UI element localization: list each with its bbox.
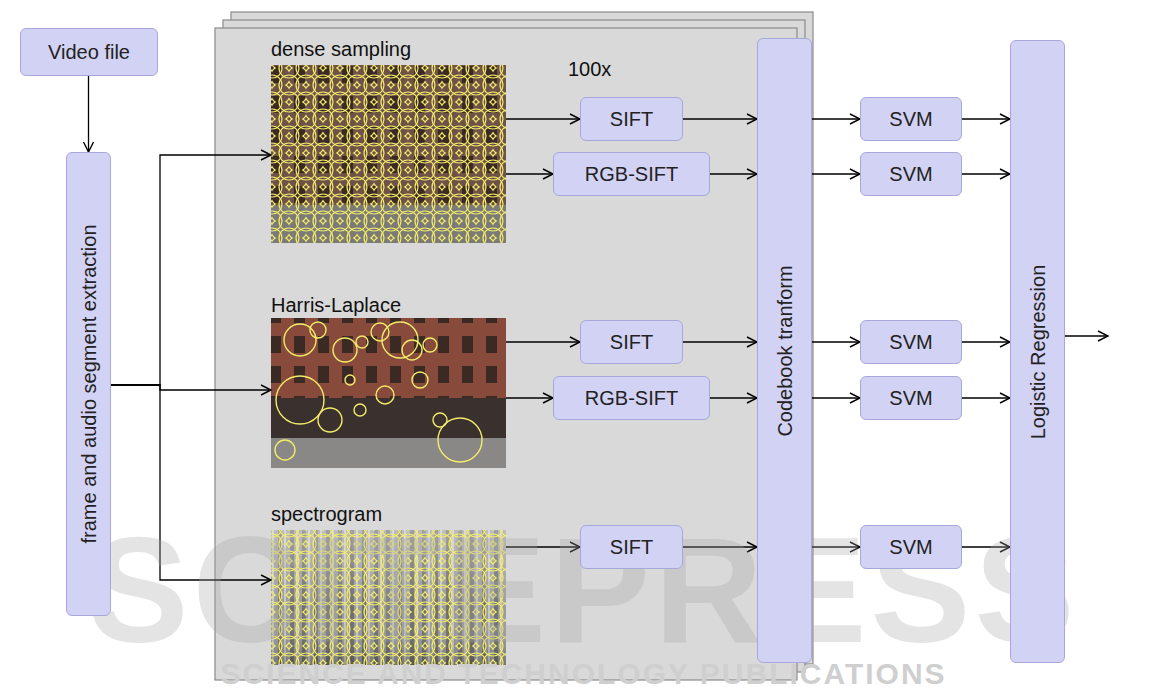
box-label: SVM bbox=[889, 536, 932, 558]
box-label: SVM bbox=[889, 108, 932, 130]
flow-arrow bbox=[683, 546, 757, 547]
feature-box: RGB-SIFT bbox=[553, 152, 710, 196]
flow-arrow bbox=[812, 341, 860, 342]
flow-arrow bbox=[506, 341, 580, 342]
flow-arrow bbox=[683, 341, 757, 342]
dense-sampling-image bbox=[271, 65, 506, 243]
flow-arrow bbox=[506, 397, 553, 398]
flow-arrow bbox=[710, 173, 757, 174]
flow-arrow bbox=[962, 546, 1010, 547]
codebook-box: Codebook tranform bbox=[757, 38, 812, 663]
flow-arrow bbox=[506, 546, 580, 547]
feature-box: SIFT bbox=[580, 525, 683, 569]
watermark-subtext: SCIENCE AND TECHNOLOGY PUBLICATIONS bbox=[220, 659, 946, 689]
flow-arrow bbox=[111, 385, 271, 390]
image-heading: dense sampling bbox=[271, 38, 411, 60]
fusion-box: Logistic Regression bbox=[1010, 40, 1065, 663]
image-heading: spectrogram bbox=[271, 503, 382, 525]
image-panel: spectrogram bbox=[271, 503, 506, 665]
input-box: Video file bbox=[20, 28, 158, 76]
classifier-box: SVM bbox=[860, 525, 962, 569]
flow-arrow bbox=[683, 118, 757, 119]
box-label: SIFT bbox=[610, 108, 653, 130]
classifier-box: SVM bbox=[860, 152, 962, 196]
flow-arrow bbox=[506, 173, 553, 174]
flow-arrow bbox=[111, 385, 271, 580]
flow-arrow bbox=[962, 173, 1010, 174]
output-arrow bbox=[1065, 335, 1108, 336]
box-label: RGB-SIFT bbox=[585, 163, 678, 185]
flow-arrow bbox=[962, 118, 1010, 119]
flow-arrow bbox=[812, 173, 860, 174]
feature-box: RGB-SIFT bbox=[553, 376, 710, 420]
box-label: SIFT bbox=[610, 331, 653, 353]
box-label: SVM bbox=[889, 387, 932, 409]
flow-arrow bbox=[962, 341, 1010, 342]
flow-arrow bbox=[111, 155, 271, 385]
flow-arrow bbox=[710, 397, 757, 398]
image-panel: dense sampling bbox=[271, 38, 506, 243]
feature-box: SIFT bbox=[580, 97, 683, 141]
box-label: SIFT bbox=[610, 536, 653, 558]
box-label: SVM bbox=[889, 331, 932, 353]
box-label: Video file bbox=[48, 41, 130, 63]
flow-arrow bbox=[88, 76, 89, 152]
image-heading: Harris-Laplace bbox=[271, 294, 401, 316]
extraction-box: frame and audio segment extraction bbox=[66, 152, 111, 616]
box-label: frame and audio segment extraction bbox=[78, 224, 100, 543]
box-label: Logistic Regression bbox=[1027, 264, 1049, 439]
repeat-count: 100x bbox=[568, 58, 611, 80]
box-label: RGB-SIFT bbox=[585, 387, 678, 409]
box-label: SVM bbox=[889, 163, 932, 185]
harris-laplace-image bbox=[271, 318, 506, 468]
classifier-box: SVM bbox=[860, 97, 962, 141]
box-label: Codebook tranform bbox=[774, 265, 796, 436]
flow-arrow bbox=[812, 546, 860, 547]
classifier-box: SVM bbox=[860, 376, 962, 420]
feature-box: SIFT bbox=[580, 320, 683, 364]
flow-arrow bbox=[812, 118, 860, 119]
flow-arrow bbox=[506, 118, 580, 119]
flow-arrow bbox=[812, 397, 860, 398]
flow-arrow bbox=[962, 397, 1010, 398]
image-panel: Harris-Laplace bbox=[271, 294, 506, 468]
classifier-box: SVM bbox=[860, 320, 962, 364]
